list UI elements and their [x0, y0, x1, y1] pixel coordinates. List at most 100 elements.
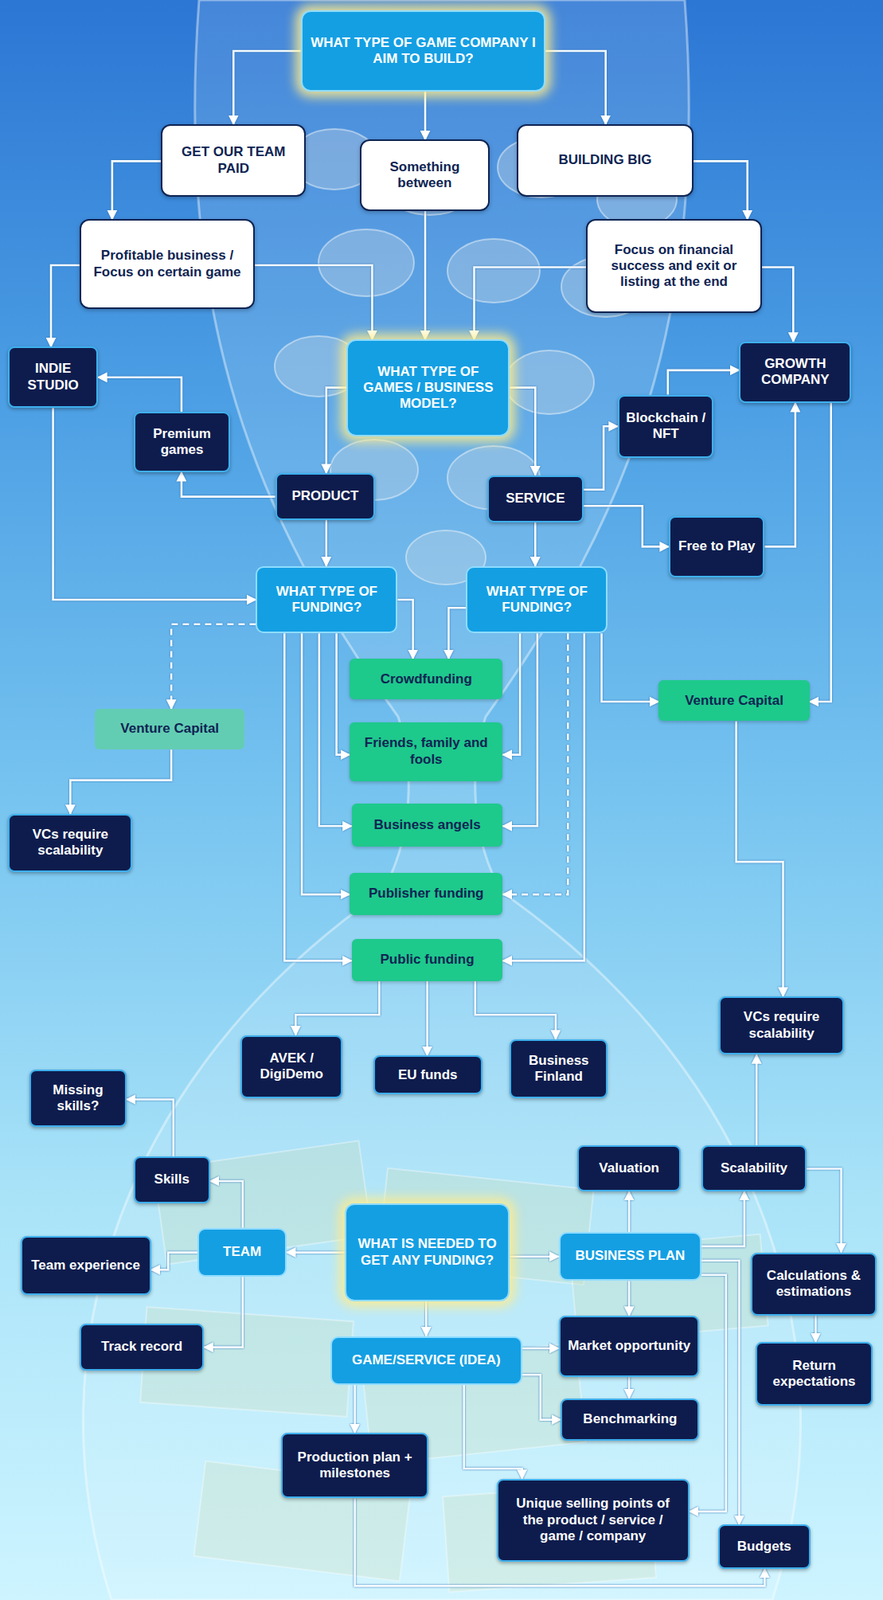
item-box: SERVICE [487, 475, 583, 523]
item-box: Skills [133, 1156, 211, 1204]
node-text: Missing skills? [37, 1082, 119, 1115]
banknotes [140, 1140, 768, 1591]
item-box: Premium games [133, 411, 231, 473]
connector [254, 265, 372, 340]
node-text: Crowdfunding [380, 671, 473, 688]
item-box: Business Finland [509, 1039, 608, 1098]
funding-box: Publisher funding [349, 872, 503, 915]
node-text: WHAT TYPE OF GAMES / BUSINESS MODEL? [354, 363, 502, 413]
connector [814, 1315, 817, 1342]
connector [668, 370, 740, 395]
funding-box: Friends, family and fools [349, 722, 503, 782]
item-box: GROWTH COMPANY [738, 341, 852, 403]
item-box: Production plan + milestones [281, 1432, 428, 1498]
node-text: GROWTH COMPANY [746, 355, 844, 389]
connector [464, 1384, 523, 1479]
connector [425, 1301, 428, 1337]
choice-box: Profitable business / Focus on certain g… [79, 218, 255, 309]
item-box: Missing skills? [29, 1069, 127, 1127]
question-box: WHAT TYPE OF GAME COMPANY I AIM TO BUILD… [300, 10, 546, 92]
connector [171, 624, 256, 709]
item-box: Unique selling points of the product / s… [496, 1478, 690, 1562]
funding-box: Crowdfunding [349, 658, 503, 700]
node-text: Track record [101, 1338, 183, 1355]
connector [97, 377, 182, 413]
node-text: Focus on financial success and exit or l… [593, 242, 754, 291]
connector [112, 160, 161, 219]
node-text: VCs require scalability [726, 1008, 837, 1042]
connector [689, 1274, 727, 1512]
node-text: BUSINESS PLAN [574, 1247, 685, 1264]
node-text: Public funding [380, 951, 475, 968]
connector [764, 402, 795, 547]
choice-box: Something between [359, 139, 490, 211]
funding-box: Venture Capital [94, 708, 245, 750]
connector [628, 1191, 631, 1232]
node-text: Blockchain / NFT [625, 410, 706, 443]
connector [448, 607, 466, 659]
node-text: VCs require scalability [15, 826, 125, 860]
node-text: Skills [154, 1171, 190, 1188]
connector [424, 91, 427, 140]
connector [295, 980, 379, 1036]
funding-box: Business angels [351, 803, 504, 847]
node-text: Venture Capital [684, 692, 784, 709]
node-text: Something between [367, 159, 482, 192]
node-text: Unique selling points of the product / s… [504, 1495, 682, 1544]
funding-box: Public funding [351, 938, 504, 981]
node-text: Valuation [598, 1160, 660, 1177]
node-text: SERVICE [505, 490, 565, 507]
coin [318, 229, 415, 297]
connector [583, 425, 619, 489]
connector [502, 632, 568, 895]
connector [761, 267, 794, 342]
connector [324, 519, 328, 567]
connector [522, 1374, 562, 1419]
node-text: INDIE STUDIO [15, 360, 90, 394]
connector [755, 1054, 758, 1145]
node-text: BUILDING BIG [558, 152, 652, 169]
node-text: WHAT IS NEEDED TO GET ANY FUNDING? [352, 1235, 502, 1269]
connector [628, 1280, 631, 1316]
connector [534, 522, 537, 567]
funding-box: Venture Capital [658, 679, 810, 721]
coin [447, 238, 540, 303]
node-text: Production plan + milestones [289, 1449, 420, 1482]
connector [475, 980, 556, 1040]
connectors [50, 50, 841, 1586]
item-box: Scalability [701, 1144, 807, 1192]
item-box: Market opportunity [558, 1315, 700, 1377]
connector [424, 210, 427, 340]
connector [522, 1347, 559, 1350]
item-box: Benchmarking [560, 1398, 700, 1442]
node-text: Business angels [373, 816, 481, 833]
node-text: WHAT TYPE OF FUNDING? [263, 583, 390, 617]
connector [336, 632, 351, 755]
connector [397, 599, 413, 659]
item-box: Blockchain / NFT [617, 394, 714, 458]
node-text: Friends, family and fools [355, 734, 497, 768]
node-text: Free to Play [678, 538, 755, 555]
heading-box: WHAT TYPE OF FUNDING? [255, 566, 398, 634]
connector [502, 632, 584, 961]
item-box: EU funds [373, 1054, 483, 1094]
connector [693, 160, 748, 219]
connector [233, 50, 301, 125]
connector [701, 1191, 745, 1247]
connector [326, 387, 348, 474]
connector [806, 1168, 842, 1253]
node-text: Market opportunity [567, 1337, 691, 1354]
node-text: EU funds [398, 1066, 458, 1083]
item-box: Return expectations [755, 1341, 873, 1405]
item-box: Team experience [20, 1235, 152, 1295]
connector [53, 407, 257, 600]
connector [502, 632, 538, 826]
connector [545, 50, 606, 125]
connector [509, 1254, 559, 1258]
connector [628, 1376, 631, 1399]
connector [70, 749, 172, 814]
connector [286, 1250, 345, 1254]
connector [50, 265, 80, 347]
connector [473, 267, 587, 340]
